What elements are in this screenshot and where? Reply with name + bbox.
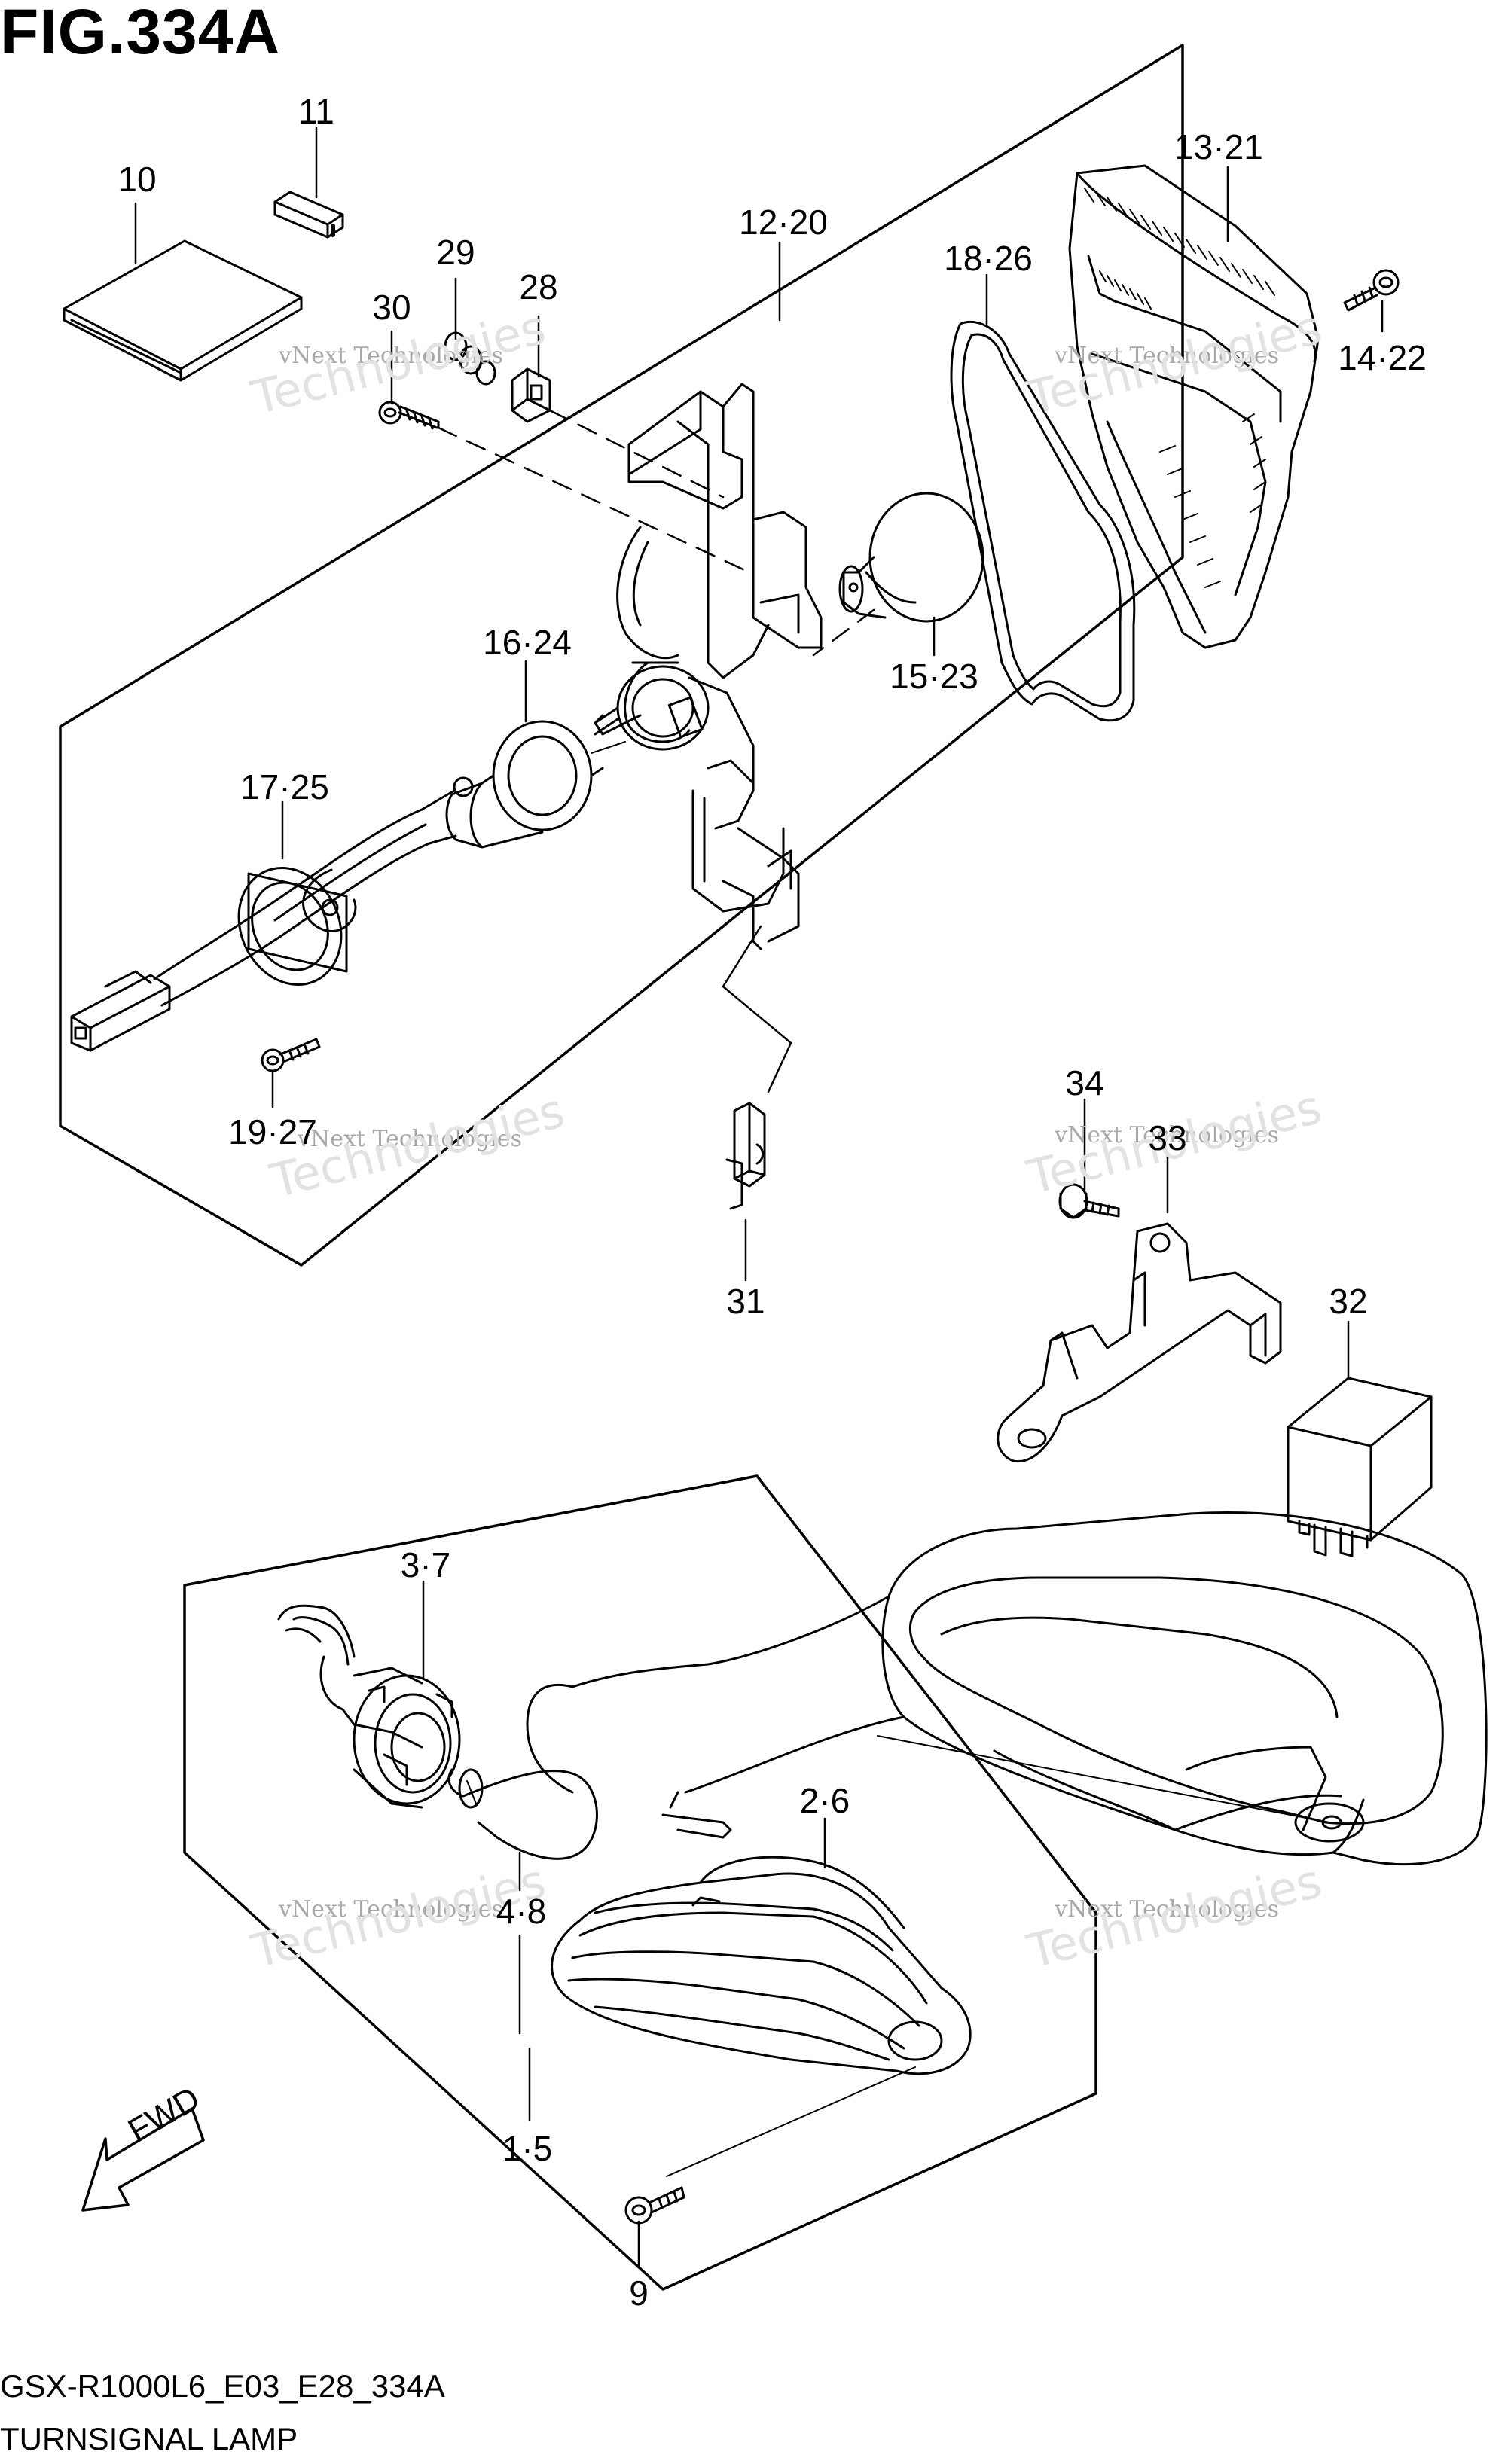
- callout-33[interactable]: 33: [1148, 1118, 1187, 1157]
- assembly-line-screw: [666, 2066, 916, 2177]
- callout-15-23[interactable]: 15·23: [890, 657, 978, 696]
- screw-part-19: [261, 1038, 321, 1072]
- screw-part-9: [624, 2186, 685, 2225]
- callout-32[interactable]: 32: [1329, 1282, 1368, 1321]
- callout-16-24[interactable]: 16·24: [483, 623, 572, 662]
- callout-34[interactable]: 34: [1065, 1063, 1104, 1102]
- bulb-part-15: [838, 492, 984, 623]
- callout-29[interactable]: 29: [436, 233, 475, 272]
- rear-lens-part-13: [1068, 164, 1320, 649]
- callout-18-26[interactable]: 18·26: [944, 239, 1033, 278]
- upper-assembly-frame: [59, 44, 1184, 1267]
- assembly-line-31: [722, 925, 792, 1093]
- leader-lines: [134, 127, 1384, 2268]
- front-lens-part-2: [551, 1856, 972, 2075]
- fwd-arrow-icon: [81, 2107, 205, 2212]
- model-code: GSX-R1000L6_E03_E28_334A: [0, 2368, 445, 2404]
- socket-part-3: [277, 1604, 461, 1809]
- housing-bracket-part-12: [594, 383, 823, 950]
- clip-part-31: [725, 1102, 766, 1210]
- figure-title: FIG.334A: [0, 0, 281, 67]
- mirror-housing-part-1: [526, 1511, 1488, 1866]
- diagram-caption: TURNSIGNAL LAMP: [0, 2421, 298, 2456]
- callout-4-8[interactable]: 4·8: [496, 1892, 547, 1931]
- callout-28[interactable]: 28: [519, 267, 558, 306]
- pad-part-11: [273, 191, 344, 239]
- bulb-part-4: [447, 1768, 732, 1860]
- callout-9[interactable]: 9: [629, 2273, 649, 2313]
- wire-harness-part-17: [70, 808, 431, 1052]
- callout-1-5[interactable]: 1·5: [502, 2129, 553, 2168]
- grommet-part-29: [444, 331, 496, 386]
- lower-assembly-frame: [183, 1474, 1097, 2291]
- callout-3-7[interactable]: 3·7: [400, 1545, 451, 1584]
- label-sheet-part-10: [63, 239, 303, 382]
- callout-11[interactable]: 11: [298, 92, 334, 131]
- callout-14-22[interactable]: 14·22: [1338, 338, 1427, 377]
- assembly-line-lens: [877, 1735, 1330, 1823]
- assembly-dash-lines: [437, 409, 875, 657]
- callout-17-25[interactable]: 17·25: [240, 767, 329, 807]
- callout-12-20[interactable]: 12·20: [739, 203, 828, 242]
- callout-19-27[interactable]: 19·27: [228, 1112, 317, 1151]
- callout-30[interactable]: 30: [372, 288, 411, 327]
- bolt-part-34: [1058, 1183, 1120, 1219]
- callout-31[interactable]: 31: [726, 1282, 765, 1321]
- screw-part-14: [1343, 269, 1400, 312]
- callout-10[interactable]: 10: [118, 160, 157, 199]
- gasket-part-18: [950, 320, 1136, 722]
- callout-13-21[interactable]: 13·21: [1174, 127, 1263, 166]
- clip-part-28: [511, 367, 551, 423]
- bracket-part-33: [997, 1222, 1282, 1463]
- callout-2-6[interactable]: 2·6: [799, 1781, 850, 1820]
- screw-part-30: [378, 401, 440, 430]
- assembly-line-socket: [591, 741, 626, 754]
- bulb-socket-part-16: [420, 720, 604, 849]
